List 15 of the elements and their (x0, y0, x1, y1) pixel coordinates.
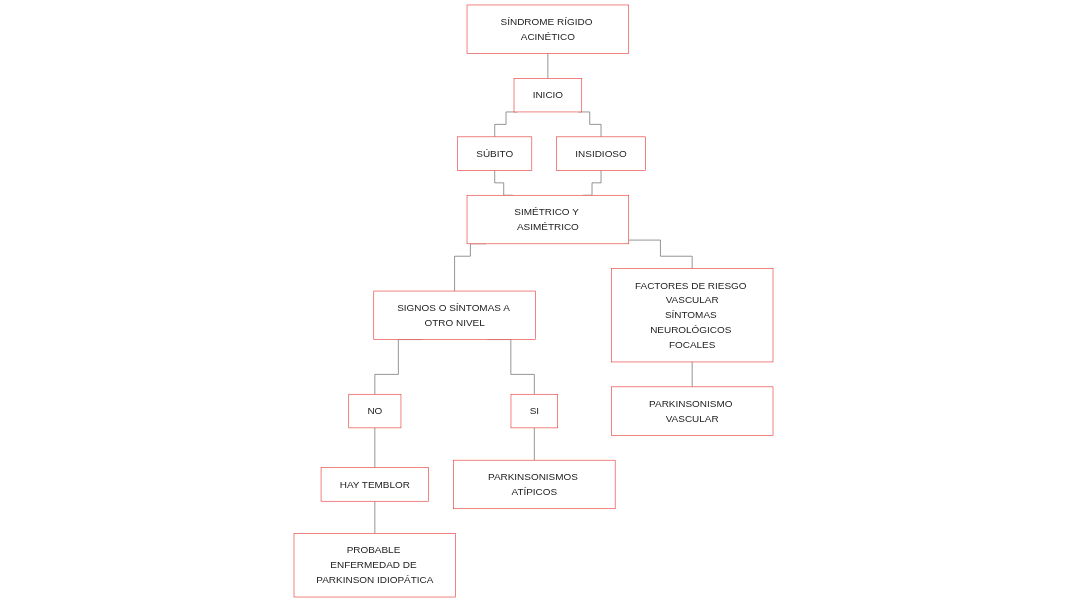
node-box: SÚBITO (457, 136, 533, 171)
node-box: SIGNOS O SÍNTOMAS A OTRO NIVEL (373, 290, 536, 340)
connector (534, 427, 535, 461)
node-box: HAY TEMBLOR (320, 467, 429, 502)
node-box: NO (348, 394, 402, 429)
node-box: SI (510, 394, 558, 429)
node-box: SIMÉTRICO Y ASIMÉTRICO (466, 194, 630, 245)
node-box: INICIO (513, 78, 583, 113)
node-box: SÍNDROME RÍGIDO ACINÉTICO (466, 4, 630, 54)
node-box: INSIDIOSO (556, 136, 646, 171)
node-box: PARKINSONISMO VASCULAR (611, 386, 774, 436)
node-box: FACTORES DE RIESGO VASCULAR SÍNTOMAS NEUROLÓGICOS FOCALES (611, 268, 774, 363)
node-box: PROBABLE ENFERMEDAD DE PARKINSON IDIOPÁTICA (293, 533, 456, 598)
connector (628, 239, 693, 269)
node-box: PARKINSONISMOS ATÍPICOS (453, 459, 616, 509)
